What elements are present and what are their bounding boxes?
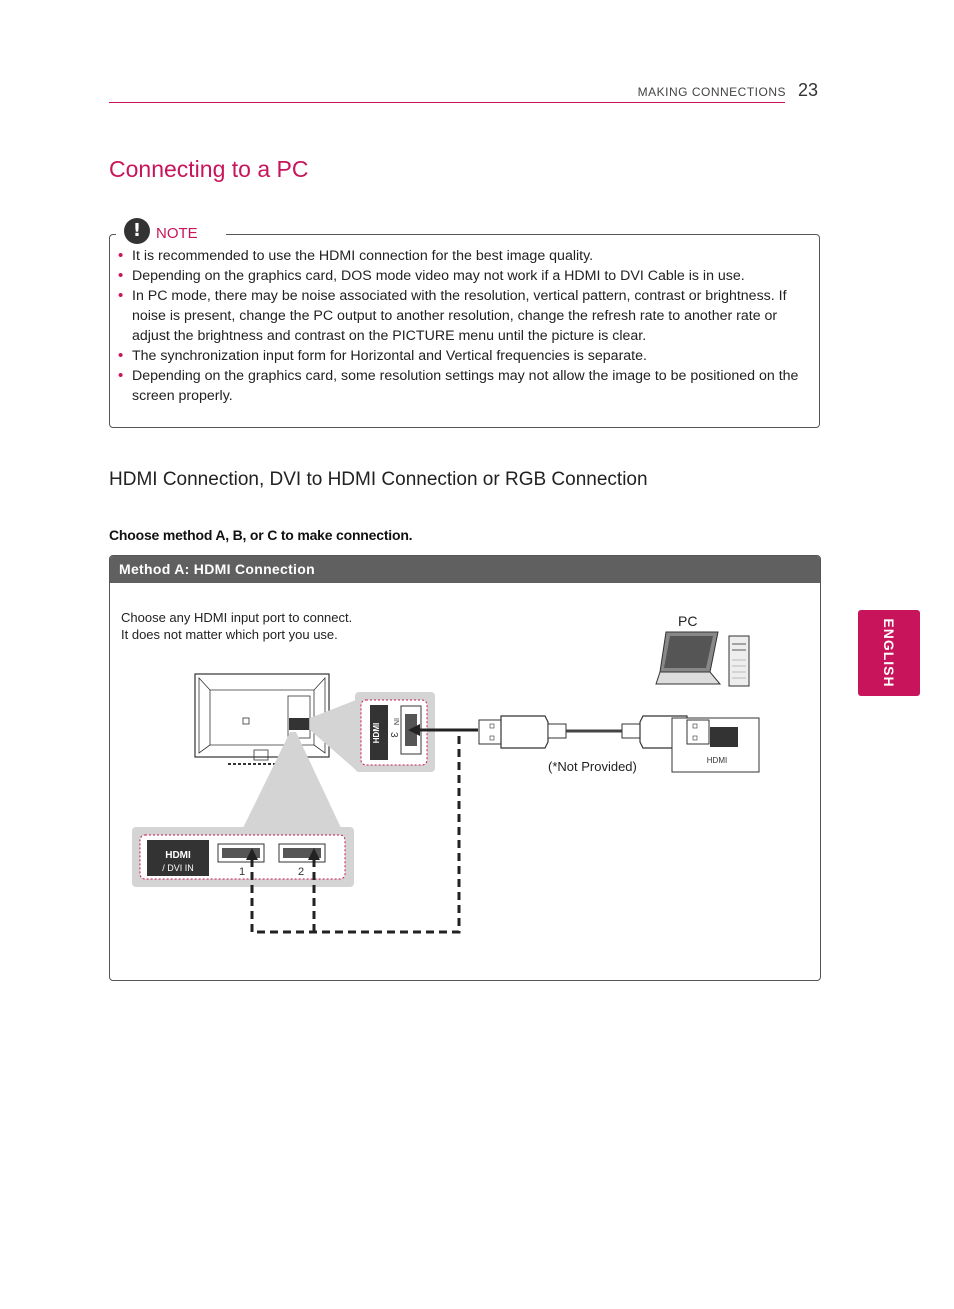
hdmi-logo: HDMI: [165, 850, 191, 861]
note-label: NOTE: [156, 225, 198, 242]
header-section: MAKING CONNECTIONS: [637, 85, 786, 99]
exclamation-icon: !: [124, 218, 150, 244]
zoom-wedge-bottom: [242, 732, 342, 830]
list-item: The synchronization input form for Horiz…: [118, 346, 812, 366]
note-box: [109, 234, 820, 428]
method-a-box: Method A: HDMI Connection Choose any HDM…: [109, 555, 821, 981]
list-item: In PC mode, there may be noise associate…: [118, 286, 812, 346]
side-hdmi-logo: HDMI: [372, 723, 381, 743]
zoom-wedge-side: [310, 700, 356, 770]
not-provided-label: (*Not Provided): [548, 759, 637, 774]
method-a-line2: It does not matter which port you use.: [121, 627, 338, 642]
dashed-cable-route: [250, 736, 461, 934]
desktop-tower-icon: [728, 635, 750, 687]
method-a-title-bar: Method A: HDMI Connection: [110, 556, 820, 583]
arrow-port-2: [308, 848, 320, 860]
pc-port-box: HDMI: [671, 717, 760, 773]
laptop-icon: [655, 631, 722, 685]
header-rule: [109, 102, 785, 103]
page-number: 23: [798, 80, 819, 100]
instruction-text: Choose method A, B, or C to make connect…: [109, 527, 413, 543]
arrow-port-3: [408, 724, 420, 736]
list-item: It is recommended to use the HDMI connec…: [118, 246, 812, 266]
dvi-in-label: / DVI IN: [162, 863, 194, 873]
pc-label: PC: [678, 613, 697, 629]
list-item: Depending on the graphics card, some res…: [118, 366, 812, 406]
port-1-label: 1: [239, 866, 245, 878]
method-a-line1: Choose any HDMI input port to connect.: [121, 610, 353, 625]
section-heading: HDMI Connection, DVI to HDMI Connection …: [109, 469, 648, 490]
side-port-panel: HDMI IN 3: [355, 692, 435, 772]
language-tab: ENGLISH: [858, 610, 920, 696]
language-tab-label: ENGLISH: [881, 618, 897, 688]
method-a-title: Method A: HDMI Connection: [119, 561, 315, 577]
bottom-port-panel: HDMI / DVI IN 1 2: [132, 827, 354, 887]
note-list: It is recommended to use the HDMI connec…: [118, 246, 812, 406]
pc-hdmi-label: HDMI: [707, 756, 727, 765]
port-2-label: 2: [298, 866, 304, 878]
side-in-label: IN: [392, 718, 399, 725]
arrow-port-1: [246, 848, 258, 860]
tv-rear-illustration: [194, 673, 330, 765]
port-3-label: 3: [388, 732, 399, 738]
page-title: Connecting to a PC: [109, 156, 309, 182]
list-item: Depending on the graphics card, DOS mode…: [118, 266, 812, 286]
